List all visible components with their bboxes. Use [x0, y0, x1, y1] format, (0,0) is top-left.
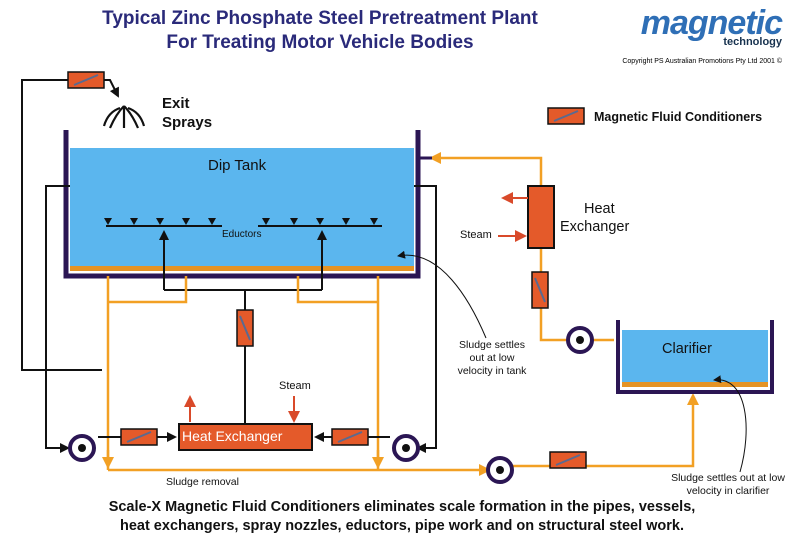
dip-tank-label: Dip Tank	[208, 157, 267, 174]
pump-left	[68, 434, 96, 462]
dip-tank	[63, 130, 421, 279]
pump-right	[392, 434, 420, 462]
logo-subtext: technology	[723, 36, 782, 48]
caption-line2: heat exchangers, spray nozzles, eductors…	[119, 518, 685, 534]
clarifier-tank	[616, 320, 774, 394]
conditioner-heat-exchanger-feed	[531, 271, 549, 309]
heat-exchanger-bottom	[178, 395, 313, 451]
eductor-feed-pipes	[159, 230, 327, 425]
tank-side-pipes	[45, 185, 437, 453]
return-loop-pipe	[21, 79, 119, 371]
caption-line1: Scale-X Magnetic Fluid Conditioners elim…	[108, 499, 696, 515]
legend-label: Magnetic Fluid Conditioners	[594, 110, 763, 124]
conditioner-eductor-line	[236, 309, 254, 347]
pump-sludge	[486, 456, 514, 484]
conditioner-legend	[547, 107, 585, 125]
heat-exchanger-right	[498, 185, 555, 249]
clarifier-label: Clarifier	[662, 341, 712, 357]
conditioner-left-loop	[120, 428, 158, 446]
dip-tank-sludge-layer	[70, 266, 414, 271]
copyright-note: Copyright PS Australian Promotions Pty L…	[622, 58, 782, 65]
exit-sprays-icon	[102, 105, 146, 129]
steam-label-bottom: Steam	[279, 380, 311, 392]
heat-exchanger-bottom-label: Heat Exchanger	[182, 428, 283, 444]
exit-sprays-label: Exit Sprays	[162, 95, 213, 131]
eductor-nozzles	[104, 218, 378, 225]
sludge-removal-label: Sludge removal	[166, 476, 239, 488]
conditioner-top	[67, 71, 105, 89]
clarifier-sludge-layer	[622, 382, 768, 387]
eductors-label: Eductors	[222, 229, 262, 240]
sludge-clarifier-note: Sludge settles out at low velocity in cl…	[671, 472, 785, 497]
steam-label-right: Steam	[460, 229, 492, 241]
note-leader-clarifier	[713, 375, 747, 473]
note-leader-tank	[397, 250, 487, 339]
heat-exchanger-right-label: Heat Exchanger	[560, 201, 630, 235]
pump-clarifier	[566, 326, 594, 354]
diagram-title-line2: For Treating Motor Vehicle Bodies	[166, 32, 474, 53]
logo-text: magnetic	[640, 4, 783, 42]
diagram-title-line1: Typical Zinc Phosphate Steel Pretreatmen…	[102, 8, 538, 29]
sludge-tank-note: Sludge settles out at low velocity in ta…	[457, 339, 527, 377]
conditioner-right-loop	[331, 428, 369, 446]
conditioner-sludge-line	[549, 451, 587, 469]
